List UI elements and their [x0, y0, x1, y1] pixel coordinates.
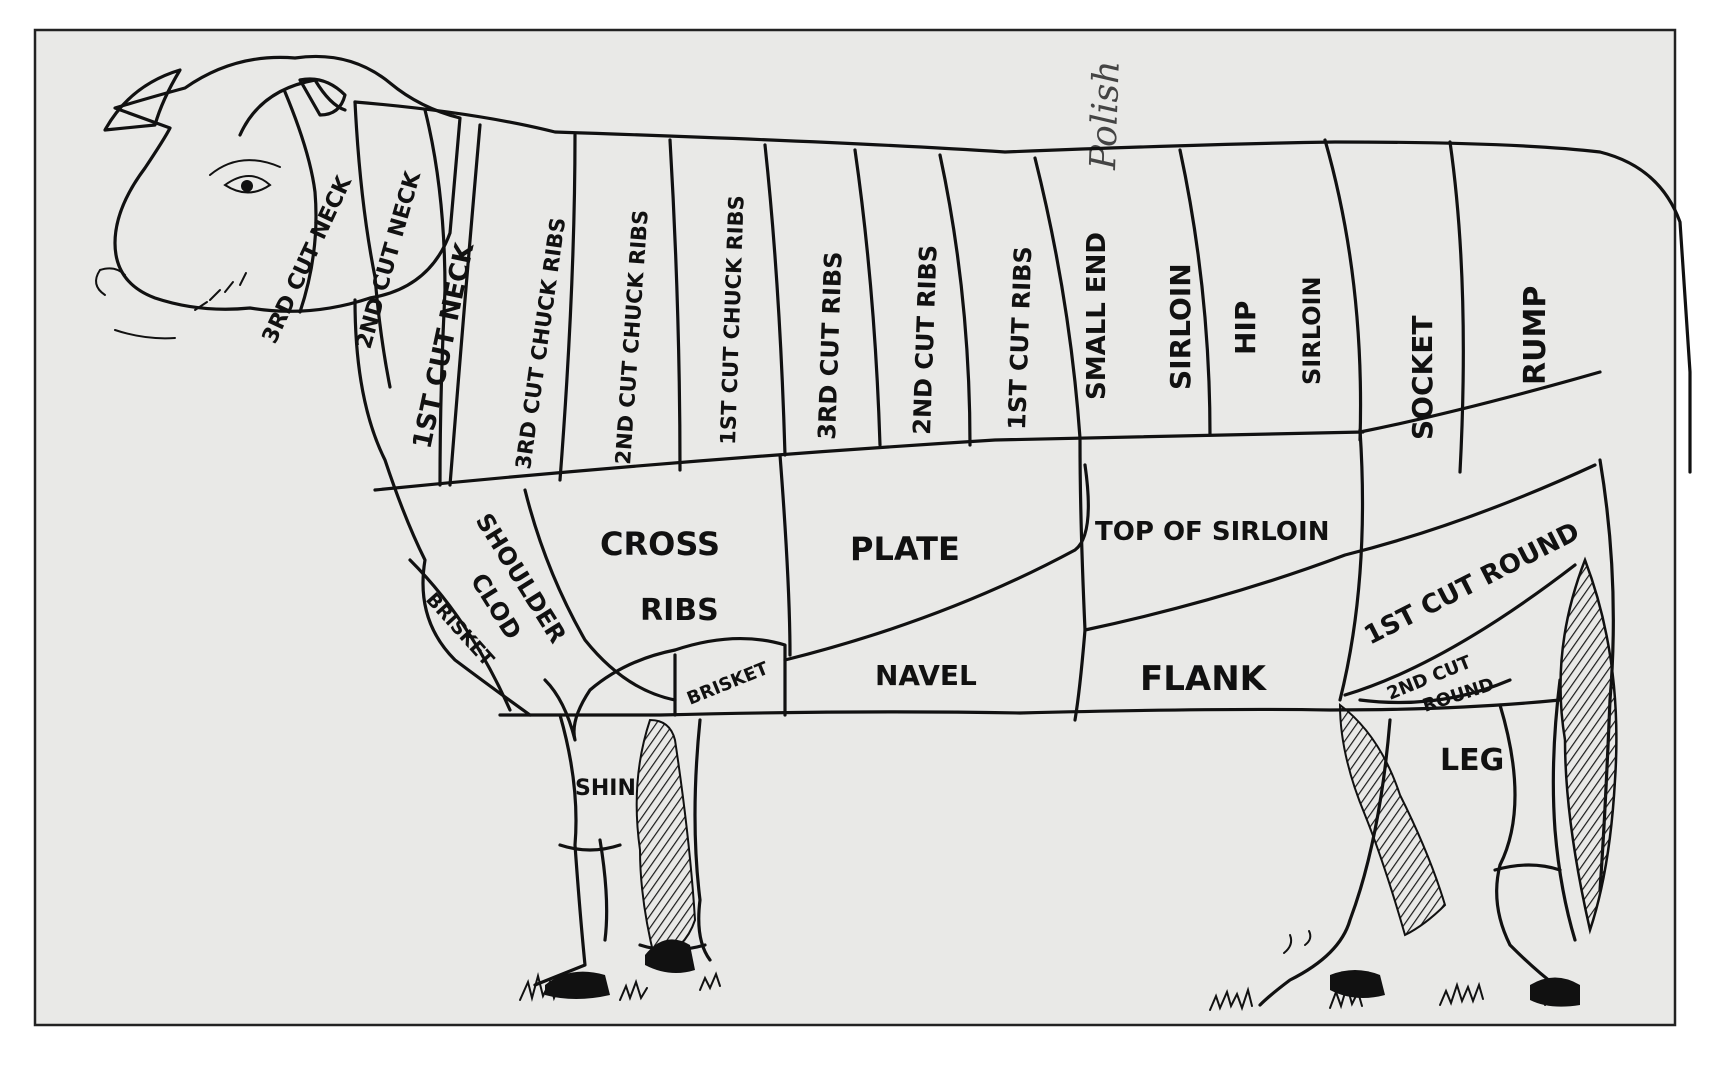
label-top-sirloin: TOP OF SIRLOIN — [1095, 517, 1329, 547]
label-socket: SOCKET — [1406, 316, 1439, 440]
margin-note: Polish — [1083, 60, 1128, 171]
cut-lines — [283, 90, 1602, 872]
label-hip-1: HIP — [1229, 301, 1262, 355]
label-cross-ribs-2: RIBS — [640, 593, 719, 628]
cow-outline — [95, 54, 1692, 1007]
label-small-end-2: SIRLOIN — [1164, 263, 1197, 390]
label-hip-2: SIRLOIN — [1298, 276, 1326, 385]
label-shin: SHIN — [575, 776, 636, 801]
label-ribs-1st: 1ST CUT RIBS — [1003, 246, 1037, 430]
cut-labels: 3RD CUT NECK 2ND CUT NECK 1ST CUT NECK 3… — [258, 168, 1585, 801]
label-leg: LEG — [1440, 743, 1504, 778]
label-rump: RUMP — [1518, 286, 1553, 385]
label-flank: FLANK — [1140, 659, 1268, 699]
label-navel: NAVEL — [875, 659, 977, 692]
label-cross-ribs-1: CROSS — [600, 525, 720, 563]
label-plate: PLATE — [850, 530, 960, 568]
label-ribs-2nd: 2ND CUT RIBS — [908, 244, 943, 435]
label-ribs-3rd: 3RD CUT RIBS — [813, 251, 848, 440]
label-small-end-1: SMALL END — [1082, 232, 1112, 400]
